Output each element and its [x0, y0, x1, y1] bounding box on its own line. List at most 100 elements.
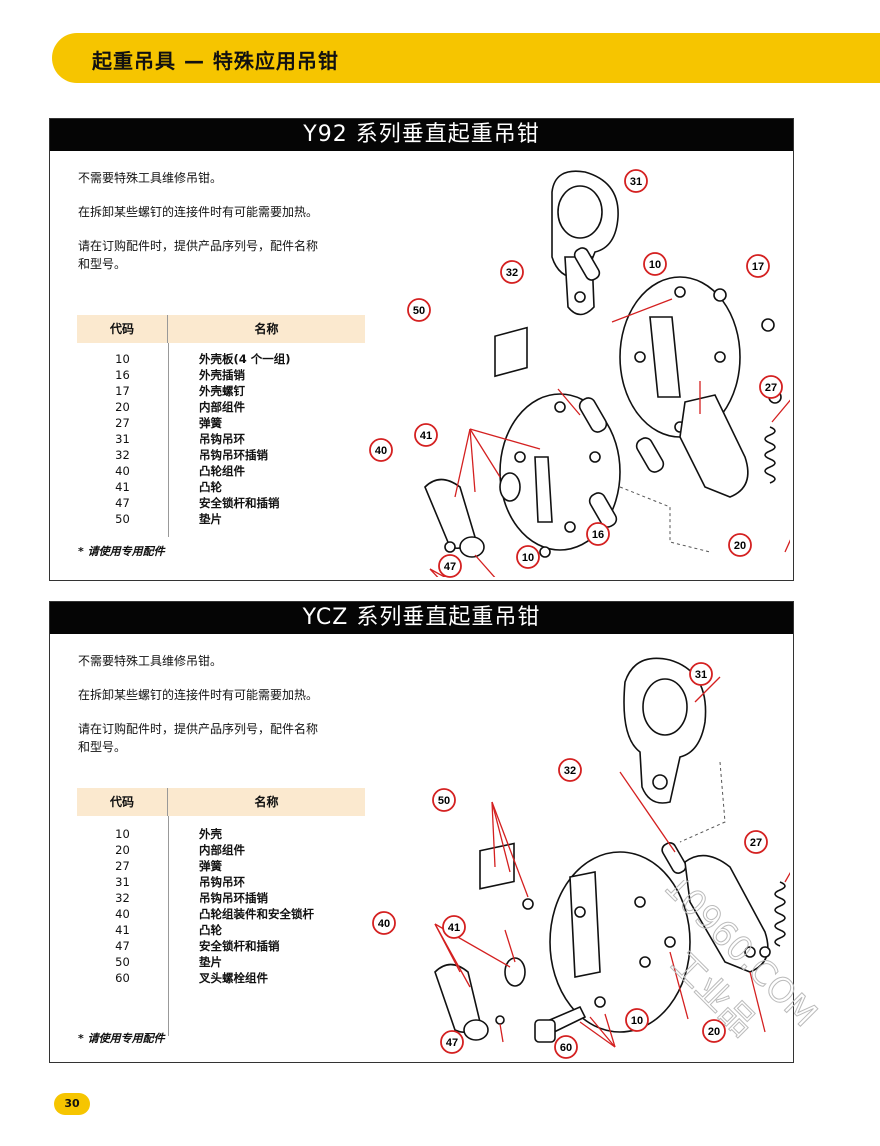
note-line: 请在订购配件时，提供产品序列号，配件名称 — [78, 239, 319, 253]
svg-text:27: 27 — [765, 382, 777, 394]
note-line: 在拆卸某些螺钉的连接件时有可能需要加热。 — [78, 205, 319, 219]
section-title: YCZ 系列垂直起重吊钳 — [50, 602, 793, 634]
table-cell-name: 垫片 — [199, 955, 222, 969]
table-cell-code: 50 — [115, 955, 130, 969]
section-y92: Y92 系列垂直起重吊钳 不需要特殊工具维修吊钳。 在拆卸某些螺钉的连接件时有可… — [49, 118, 794, 581]
callouts-y92: 31 32 10 17 50 27 41 40 16 20 10 47 — [369, 169, 783, 578]
table-cell-code: 27 — [115, 416, 130, 430]
svg-text:40: 40 — [375, 445, 387, 457]
callouts-ycz: 31 32 50 27 40 41 10 20 47 60 — [372, 662, 768, 1059]
col-name-header: 名称 — [254, 795, 279, 809]
table-cell-name: 外壳 — [199, 827, 222, 841]
table-cell-name: 垫片 — [199, 512, 222, 526]
table-cell-code: 27 — [115, 859, 130, 873]
svg-text:31: 31 — [630, 176, 642, 188]
note-line: 和型号。 — [78, 257, 127, 271]
table-cell-name: 凸轮组件 — [199, 464, 245, 478]
col-code-header: 代码 — [77, 315, 168, 343]
note-line: 不需要特殊工具维修吊钳。 — [78, 654, 223, 668]
callout-31: 31 — [689, 662, 713, 686]
svg-text:50: 50 — [413, 305, 425, 317]
svg-text:20: 20 — [734, 540, 746, 552]
table-cell-code: 41 — [115, 923, 130, 937]
table-cell-code: 41 — [115, 480, 130, 494]
table-cell-code: 32 — [115, 891, 130, 905]
table-cell-name: 吊钩吊环插销 — [199, 448, 268, 462]
callout-40: 40 — [372, 911, 396, 935]
table-cell-code: 16 — [115, 368, 130, 382]
hook-ring-hole — [557, 185, 603, 239]
callout-47: 47 — [438, 554, 462, 578]
table-cell-name: 弹簧 — [199, 416, 222, 430]
svg-text:40: 40 — [378, 918, 390, 930]
callout-27: 27 — [744, 830, 768, 854]
exploded-diagram-ycz — [434, 657, 790, 1048]
table-cell-name: 内部组件 — [199, 843, 245, 857]
footnote: * 请使用专用配件 — [78, 545, 165, 558]
callout-60: 60 — [554, 1035, 578, 1059]
note-line: 请在订购配件时，提供产品序列号，配件名称 — [78, 722, 319, 736]
callout-10b: 10 — [516, 545, 540, 569]
svg-text:27: 27 — [750, 837, 762, 849]
svg-text:60: 60 — [560, 1042, 572, 1054]
table-cell-code: 47 — [115, 939, 130, 953]
table-cell-name: 外壳螺钉 — [199, 384, 245, 398]
table-cell-name: 吊钩吊环 — [199, 432, 245, 446]
note-line: 在拆卸某些螺钉的连接件时有可能需要加热。 — [78, 688, 319, 702]
svg-text:47: 47 — [446, 1037, 458, 1049]
parts-table: 代码 名称 10 16 17 20 27 31 32 40 41 47 50 外… — [77, 315, 365, 537]
callout-41: 41 — [442, 915, 466, 939]
col-name-header: 名称 — [254, 322, 279, 336]
section-title: Y92 系列垂直起重吊钳 — [50, 119, 793, 151]
inner-assembly — [679, 394, 749, 498]
note-line: 不需要特殊工具维修吊钳。 — [78, 171, 223, 185]
svg-text:10: 10 — [631, 1015, 643, 1027]
page-title: 起重吊具 — 特殊应用吊钳 — [92, 49, 339, 73]
svg-text:10: 10 — [522, 552, 534, 564]
callout-16: 16 — [586, 522, 610, 546]
table-cell-code: 20 — [115, 843, 130, 857]
table-cell-name: 弹簧 — [199, 859, 222, 873]
exploded-diagram-y92 — [424, 170, 790, 577]
table-cell-code: 40 — [115, 907, 130, 921]
svg-text:10: 10 — [649, 259, 661, 271]
table-cell-name: 吊钩吊环 — [199, 875, 245, 889]
section-ycz: YCZ 系列垂直起重吊钳 不需要特殊工具维修吊钳。 在拆卸某些螺钉的连接件时有可… — [49, 601, 794, 1063]
svg-text:31: 31 — [695, 669, 707, 681]
spring-part — [774, 881, 786, 947]
inner-assembly — [684, 854, 769, 973]
table-cell-code: 60 — [115, 971, 130, 985]
note-line: 和型号。 — [78, 740, 127, 754]
table-cell-name: 安全锁杆和插销 — [199, 939, 280, 953]
callout-47: 47 — [440, 1030, 464, 1054]
table-cell-code: 47 — [115, 496, 130, 510]
housing-plate-front — [499, 393, 621, 551]
svg-text:47: 47 — [444, 561, 456, 573]
table-cell-code: 17 — [115, 384, 130, 398]
table-cell-name: 外壳板(4 个一组) — [199, 352, 291, 366]
table-cell-code: 50 — [115, 512, 130, 526]
callout-50: 50 — [407, 298, 431, 322]
callout-27: 27 — [759, 375, 783, 399]
callout-20: 20 — [702, 1019, 726, 1043]
callout-41: 41 — [414, 423, 438, 447]
callout-17: 17 — [746, 254, 770, 278]
callout-10: 10 — [643, 252, 667, 276]
spring-part — [764, 426, 776, 484]
table-cell-code: 40 — [115, 464, 130, 478]
table-cell-code: 20 — [115, 400, 130, 414]
footnote: * 请使用专用配件 — [78, 1032, 165, 1045]
table-cell-code: 10 — [115, 827, 130, 841]
svg-text:41: 41 — [420, 430, 432, 442]
table-cell-code: 10 — [115, 352, 130, 366]
svg-text:41: 41 — [448, 922, 460, 934]
table-cell-name: 外壳插销 — [199, 368, 245, 382]
page-number: 30 — [54, 1093, 90, 1115]
table-cell-name: 吊钩吊环插销 — [199, 891, 268, 905]
callout-20: 20 — [728, 533, 752, 557]
svg-text:17: 17 — [752, 261, 764, 273]
table-cell-name: 凸轮组装件和安全锁杆 — [199, 907, 314, 921]
table-header: 代码 名称 — [77, 315, 365, 343]
callout-32: 32 — [558, 758, 582, 782]
table-cell-name: 内部组件 — [199, 400, 245, 414]
